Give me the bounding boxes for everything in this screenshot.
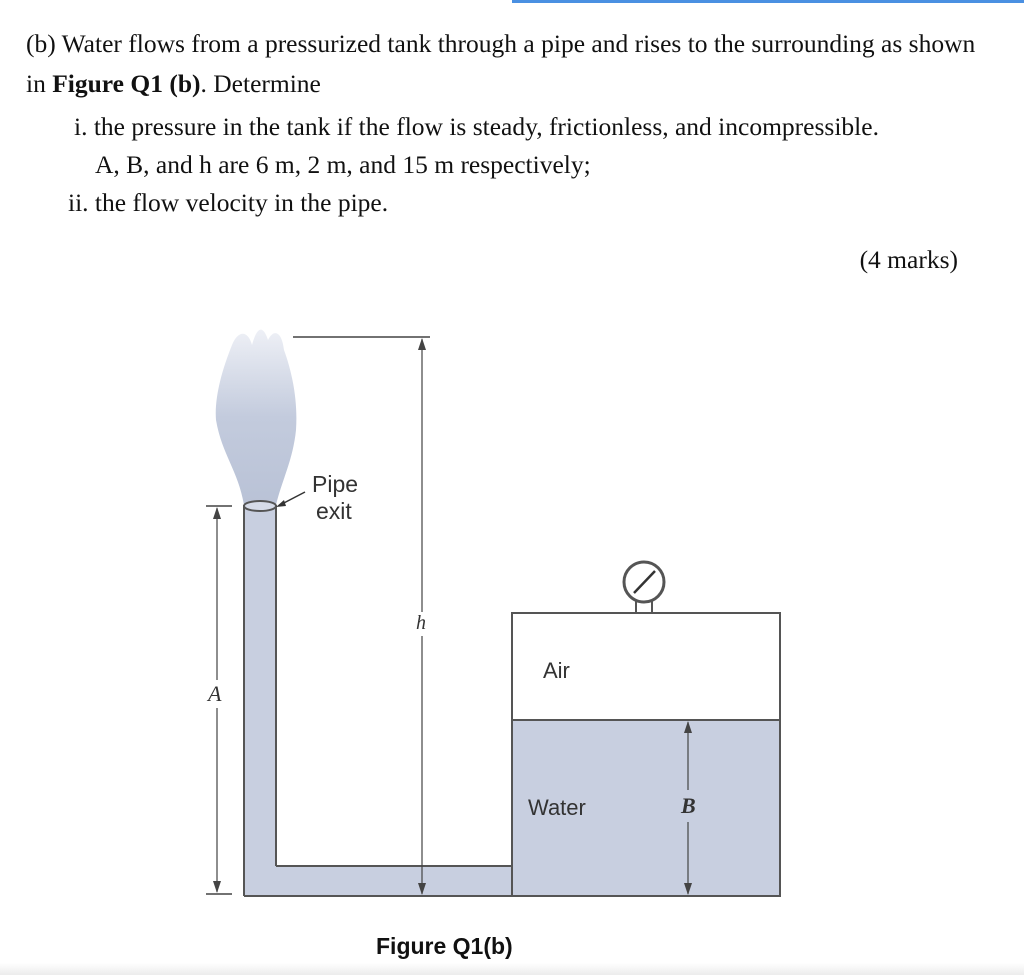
item-1-line-1: i. the pressure in the tank if the flow … xyxy=(74,112,879,141)
top-accent-bar xyxy=(512,0,1024,3)
question-intro-paragraph: (b) Water flows from a pressurized tank … xyxy=(26,24,986,104)
bottom-edge-shadow xyxy=(0,963,1024,975)
water-label: Water xyxy=(528,795,586,820)
figure-reference: Figure Q1 (b) xyxy=(52,69,201,98)
figure-diagram: Pipe exit h A B Air Water Figure Q1(b) xyxy=(206,329,781,959)
item-1-line-2: A, B, and h are 6 m, 2 m, and 15 m respe… xyxy=(95,150,591,179)
a-arrow-top xyxy=(213,507,221,519)
b-arrow-bottom xyxy=(684,883,692,895)
b-label: B xyxy=(680,793,696,818)
h-arrow-top xyxy=(418,338,426,350)
b-arrow-top xyxy=(684,721,692,733)
pipe-water xyxy=(244,505,780,896)
a-label: A xyxy=(206,681,222,706)
pipe-exit-label-line-1: Pipe xyxy=(312,471,358,497)
gauge-needle xyxy=(633,570,656,594)
pipe-exit-label-line-2: exit xyxy=(316,498,352,524)
h-label: h xyxy=(416,612,426,634)
item-2: ii. the flow velocity in the pipe. xyxy=(68,188,389,217)
a-arrow-bottom xyxy=(213,881,221,893)
water-jet xyxy=(215,329,297,505)
question-intro: (b) Water flows from a pressurized tank … xyxy=(26,24,986,104)
pipe-exit-opening xyxy=(243,500,277,512)
pipe-exit-arrowhead xyxy=(276,500,286,507)
figure-caption: Figure Q1(b) xyxy=(376,933,513,959)
h-arrow-bottom xyxy=(418,883,426,895)
marks-label: (4 marks) xyxy=(859,245,958,274)
air-label: Air xyxy=(543,658,570,683)
intro-suffix: . Determine xyxy=(200,69,321,98)
intro-prefix: (b) Water flows from a pressurized tank … xyxy=(26,29,976,98)
